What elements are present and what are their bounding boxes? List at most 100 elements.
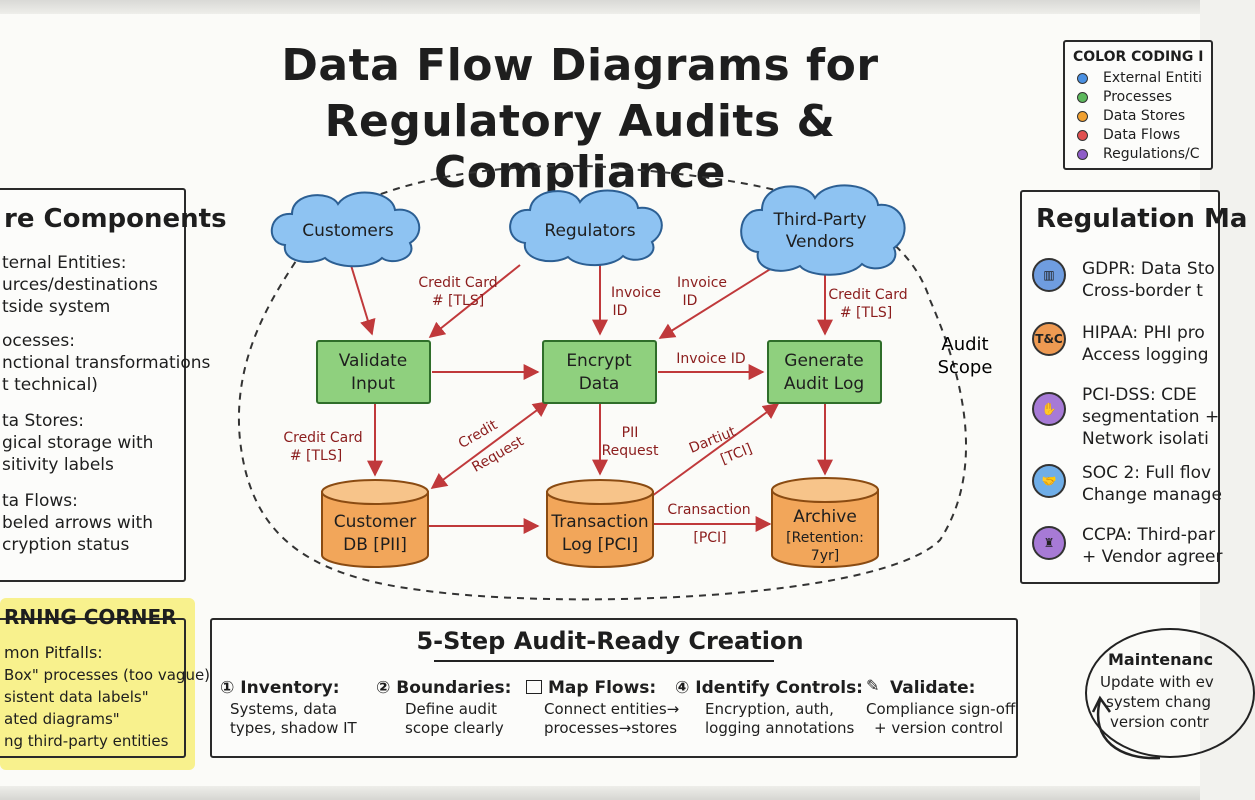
color-legend: COLOR CODING I External Entiti Processes… (1063, 40, 1213, 170)
process-label: Encrypt (566, 351, 632, 371)
core-line: beled arrows with (2, 513, 153, 533)
map-icon (526, 680, 542, 694)
pci-hand-icon: ✋ (1032, 392, 1066, 426)
entity-label: Vendors (786, 232, 855, 252)
process-label: Input (351, 374, 395, 394)
learning-corner-panel: RNING CORNER mon Pitfalls: Box" processe… (0, 606, 210, 758)
process-label: Generate (784, 351, 863, 371)
red-circle-icon (1077, 130, 1088, 141)
store-label: [Retention: (786, 530, 864, 546)
core-line: t technical) (2, 375, 98, 395)
regulation-line: + Vendor agreer (1082, 547, 1223, 567)
core-line: sitivity labels (2, 455, 114, 475)
core-line: ternal Entities: (2, 253, 127, 273)
step-text: processes→stores (544, 719, 678, 737)
processes (316, 340, 882, 404)
flow-label: Credit Card (828, 287, 907, 303)
flow-arrow (349, 261, 376, 336)
gdpr-building-icon: ▥ (1032, 258, 1066, 292)
regulation-line: GDPR: Data Sto (1082, 259, 1215, 279)
pen-check-icon: ✎ (866, 676, 880, 695)
learning-line: ng third-party entities (4, 732, 169, 750)
core-line: gical storage with (2, 433, 154, 453)
data-stores (321, 477, 879, 568)
purple-person-icon (1077, 149, 1088, 160)
maintenance-line: Update with ev (1100, 673, 1214, 691)
learning-highlight (0, 598, 195, 770)
store-label: Customer (334, 512, 417, 532)
flow-label: Cransaction (667, 502, 750, 518)
store-label: DB [PII] (343, 535, 407, 555)
core-line: urces/destinations (2, 275, 158, 295)
step-heading: ④ Identify Controls: (675, 678, 863, 698)
regulation-line: HIPAA: PHI pro (1082, 323, 1205, 343)
audit-steps-panel (210, 618, 1018, 758)
process-encrypt-data (542, 340, 657, 404)
core-line: ocesses: (2, 331, 75, 351)
step-heading: ① Inventory: (220, 678, 340, 698)
regulation-line: Network isolati (1082, 429, 1209, 449)
flow-label: Credit Card (283, 430, 362, 446)
board-frame-bottom (0, 786, 1200, 800)
core-heading: re Components (4, 204, 227, 234)
flow-arrow (651, 403, 780, 497)
step-heading: Map Flows: (548, 678, 657, 698)
step-text: Connect entities→ (544, 700, 680, 718)
legend-heading: COLOR CODING I (1073, 49, 1204, 65)
entity-label: Third-Party (772, 210, 866, 230)
audit-scope-label: Scope (938, 357, 993, 378)
legend-item-external: External Entiti (1103, 70, 1203, 86)
flow-label: [TCI] (718, 441, 754, 468)
entity-label: Regulators (544, 221, 635, 241)
core-line: tside system (2, 297, 111, 317)
learning-line: mon Pitfalls: (4, 643, 103, 662)
flow-label: Credit Card (418, 275, 497, 291)
flow-arrows (349, 258, 833, 534)
steps-title-underline (434, 660, 774, 662)
step-text: Systems, data (230, 700, 338, 718)
process-label: Data (579, 374, 620, 394)
entity-label: Customers (302, 221, 394, 241)
flow-label: # [TLS] (432, 293, 484, 309)
flow-arrow (658, 262, 781, 339)
flow-label: PII (622, 425, 639, 441)
learning-line: Box" processes (too vague) (4, 666, 211, 684)
process-label: Audit Log (784, 374, 864, 394)
maintenance-circle (1085, 628, 1255, 758)
legend-item-flows: Data Flows (1103, 127, 1181, 143)
regulation-mapping-panel: Regulation Ma ▥ GDPR: Data Sto Cross-bor… (1020, 190, 1247, 584)
flow-label: [PCI] (693, 530, 726, 546)
step-heading: Validate: (890, 678, 976, 698)
step-heading: ② Boundaries: (376, 678, 512, 698)
process-validate-input (316, 340, 431, 404)
orange-circle-icon (1077, 111, 1088, 122)
store-customer-db (321, 479, 429, 568)
learning-heading: RNING CORNER (4, 605, 177, 629)
legend-item-stores: Data Stores (1103, 108, 1186, 124)
store-transaction-log (546, 479, 654, 568)
process-label: Validate (339, 351, 408, 371)
regulation-line: Access logging (1082, 345, 1209, 365)
regulation-line: Change manage (1082, 485, 1222, 505)
step-text: scope clearly (405, 719, 504, 737)
blue-circle-icon (1077, 73, 1088, 84)
flow-label: Invoice (677, 275, 727, 291)
process-generate-audit-log (767, 340, 882, 404)
cloud-vendors (740, 184, 906, 276)
maintenance-line: Maintenanc (1108, 650, 1214, 669)
flow-label: ID (683, 293, 698, 309)
cloud-customers (270, 191, 421, 268)
flow-label: Request (602, 443, 659, 459)
green-circle-icon (1077, 92, 1088, 103)
page-title-line2: Regulatory Audits & Compliance (324, 96, 836, 198)
core-line: cryption status (2, 535, 130, 555)
learning-line: sistent data labels" (4, 688, 149, 706)
flow-label: # [TLS] (290, 448, 342, 464)
store-label: Log [PCI] (562, 535, 638, 555)
step-text: types, shadow IT (230, 719, 357, 737)
flow-label: ID (613, 303, 628, 319)
store-label: Transaction (550, 512, 648, 532)
cloud-regulators (509, 189, 663, 267)
learning-line: ated diagrams" (4, 710, 120, 728)
